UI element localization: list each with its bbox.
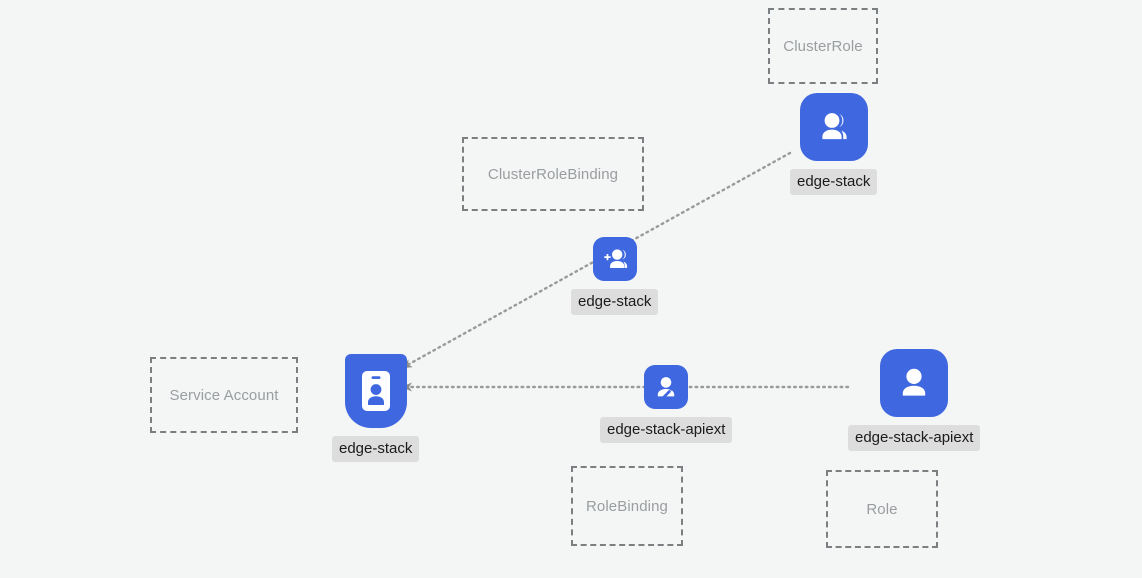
person-add-icon[interactable] (592, 237, 637, 281)
group-label-clusterrole: ClusterRole (783, 37, 863, 55)
person-icon[interactable] (880, 349, 949, 417)
group-label-clusterrolebinding: ClusterRoleBinding (487, 165, 619, 183)
group-box-serviceaccount: Service Account (150, 357, 298, 433)
group-label-serviceaccount: Service Account (169, 386, 279, 404)
node-label-role: edge-stack-apiext (848, 425, 981, 451)
group-box-rolebinding: RoleBinding (571, 466, 683, 546)
id-badge-icon[interactable] (344, 354, 407, 428)
group-box-clusterrolebinding: ClusterRoleBinding (462, 137, 644, 211)
node-label-serviceaccount: edge-stack (332, 436, 420, 462)
node-clusterrole[interactable]: edge-stack (790, 93, 878, 195)
node-role[interactable]: edge-stack-apiext (848, 349, 981, 451)
node-label-rolebinding: edge-stack-apiext (600, 417, 733, 443)
person-edit-icon[interactable] (644, 365, 689, 409)
node-serviceaccount[interactable]: edge-stack (332, 354, 420, 462)
node-label-clusterrolebinding: edge-stack (571, 289, 659, 315)
group-label-rolebinding: RoleBinding (586, 497, 668, 515)
group-box-clusterrole: ClusterRole (768, 8, 878, 84)
group-people-icon[interactable] (799, 93, 868, 161)
node-clusterrolebinding[interactable]: edge-stack (571, 237, 659, 315)
group-box-role: Role (826, 470, 938, 548)
node-rolebinding[interactable]: edge-stack-apiext (600, 365, 733, 443)
node-label-clusterrole: edge-stack (790, 169, 878, 195)
group-label-role: Role (866, 500, 898, 518)
